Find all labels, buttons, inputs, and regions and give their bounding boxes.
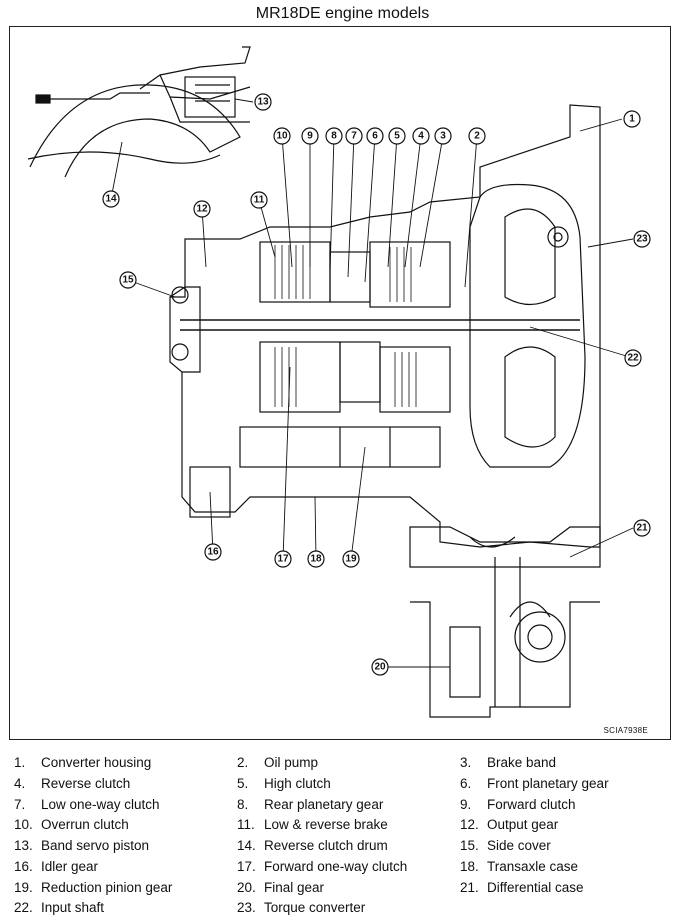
svg-text:3: 3 — [440, 131, 446, 142]
svg-text:16: 16 — [207, 547, 219, 558]
svg-text:4: 4 — [418, 131, 424, 142]
reverse-clutch-drum-arc — [29, 84, 241, 178]
svg-text:2: 2 — [474, 131, 480, 142]
svg-text:9: 9 — [307, 131, 313, 142]
transaxle-case-outline — [169, 104, 601, 548]
callout-8: 8 — [325, 127, 343, 145]
svg-text:6: 6 — [372, 131, 378, 142]
callout-3: 3 — [434, 127, 452, 145]
callout-20: 20 — [371, 658, 389, 676]
svg-text:11: 11 — [254, 195, 265, 206]
callout-22: 22 — [624, 349, 642, 367]
side-cover — [169, 286, 201, 373]
final-gear — [449, 626, 481, 698]
svg-text:21: 21 — [636, 523, 648, 534]
callout-1: 1 — [623, 110, 641, 128]
callout-9: 9 — [301, 127, 319, 145]
svg-text:12: 12 — [196, 204, 208, 215]
callout-6: 6 — [366, 127, 384, 145]
callout-11: 11 — [250, 191, 268, 209]
callout-18: 18 — [307, 550, 325, 568]
callout-4: 4 — [412, 127, 430, 145]
svg-text:15: 15 — [122, 275, 134, 286]
callout-12: 12 — [193, 200, 211, 218]
callout-23: 23 — [633, 230, 651, 248]
torque-converter-outline — [469, 183, 586, 468]
svg-text:20: 20 — [374, 662, 386, 673]
svg-text:18: 18 — [310, 554, 322, 565]
callout-13: 13 — [254, 93, 272, 111]
callout-7: 7 — [345, 127, 363, 145]
callout-2: 2 — [468, 127, 486, 145]
svg-text:19: 19 — [345, 554, 357, 565]
transaxle-cross-section: 1 2 3 4 5 6 7 8 9 10 11 12 13 14 15 16 1… — [27, 46, 651, 718]
callout-21: 21 — [633, 519, 651, 537]
svg-text:8: 8 — [331, 131, 337, 142]
svg-text:17: 17 — [277, 554, 289, 565]
diagram-title: MR18DE engine models — [255, 5, 430, 22]
callout-19: 19 — [342, 550, 360, 568]
diagram-frame: 1 2 3 4 5 6 7 8 9 10 11 12 13 14 15 16 1… — [9, 26, 671, 740]
callout-17: 17 — [274, 550, 292, 568]
callout-16: 16 — [204, 543, 222, 561]
figure-code: SCIA7938E — [603, 726, 648, 735]
svg-text:5: 5 — [394, 131, 400, 142]
svg-text:1: 1 — [629, 114, 635, 125]
differential-case — [409, 526, 601, 568]
svg-text:22: 22 — [627, 353, 639, 364]
callout-5: 5 — [388, 127, 406, 145]
callout-15: 15 — [119, 271, 137, 289]
callout-10: 10 — [273, 127, 291, 145]
svg-text:7: 7 — [351, 131, 357, 142]
svg-text:14: 14 — [105, 194, 117, 205]
svg-text:13: 13 — [257, 97, 269, 108]
svg-text:23: 23 — [636, 234, 648, 245]
svg-text:10: 10 — [276, 131, 288, 142]
callout-14: 14 — [102, 190, 120, 208]
